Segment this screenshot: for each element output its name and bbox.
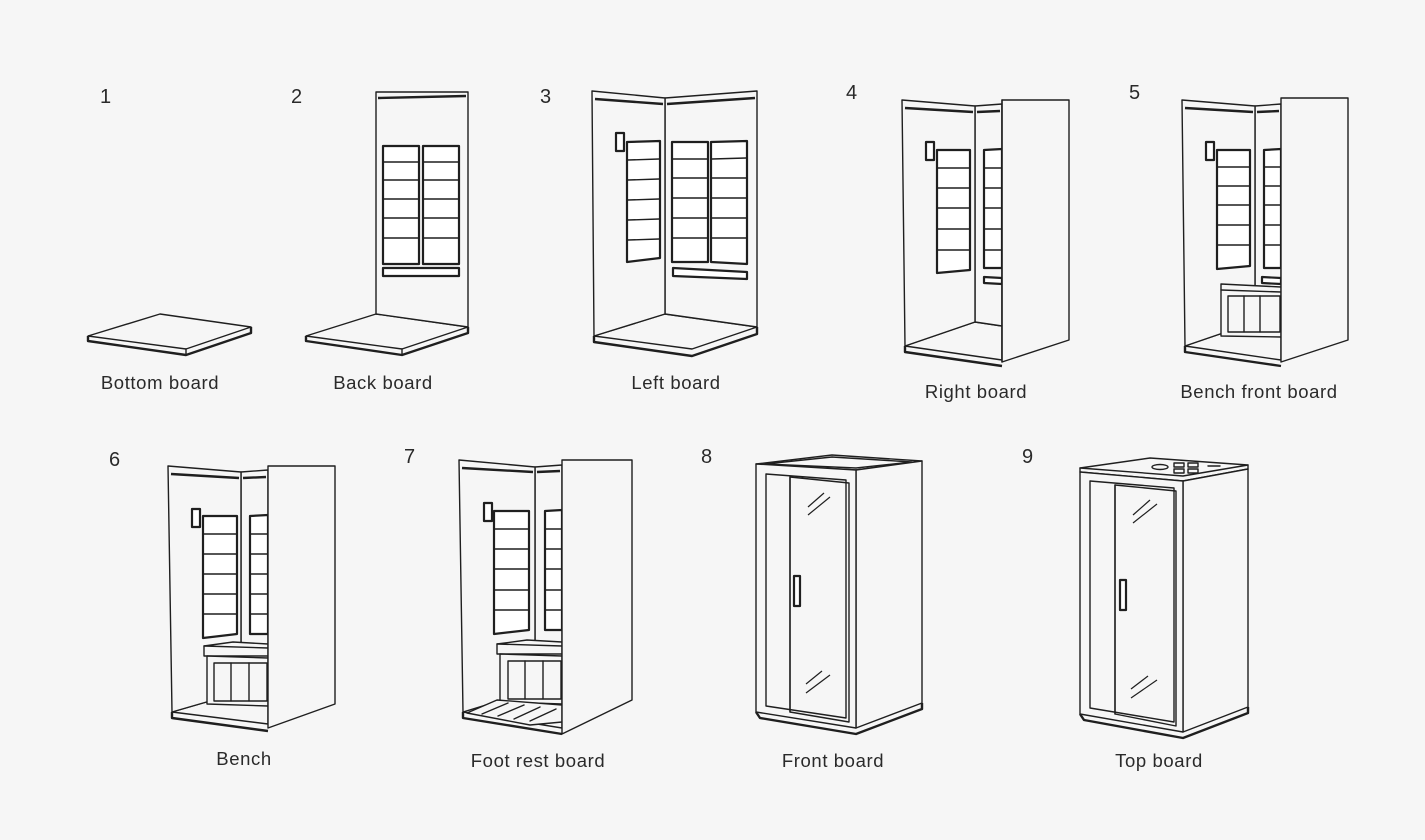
step-label: Front board	[781, 750, 885, 771]
step-label: Bottom board	[100, 372, 220, 393]
step-label: Bench	[216, 748, 272, 769]
step-number: 6	[109, 449, 121, 471]
step-label: Back board	[333, 372, 433, 393]
step-number: 5	[1129, 82, 1141, 104]
step-number: 4	[846, 82, 858, 104]
step-number: 2	[291, 86, 303, 108]
step-number: 9	[1022, 446, 1034, 468]
step-number: 8	[701, 446, 713, 468]
step-label: Bench front board	[1180, 381, 1338, 402]
step-label: Left board	[631, 372, 721, 393]
step-label: Top board	[1115, 750, 1203, 771]
control-panel-icon	[1151, 462, 1221, 474]
step-number: 1	[100, 86, 112, 108]
step-number: 3	[540, 86, 552, 108]
step-label: Right board	[924, 381, 1028, 402]
step-label: Foot rest board	[470, 750, 606, 771]
step-number: 7	[404, 446, 416, 468]
